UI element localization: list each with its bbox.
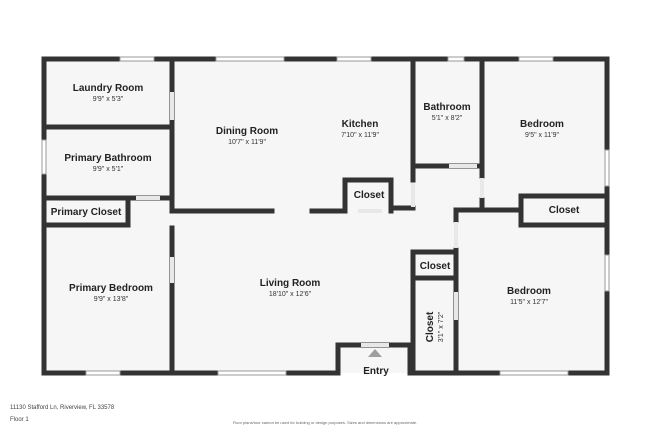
room-primary-bathroom-name: Primary Bathroom — [64, 153, 151, 164]
window-bathroom — [447, 56, 465, 62]
floor-area — [44, 59, 607, 373]
door-openings — [136, 92, 484, 347]
window-bedroom2-right — [604, 254, 610, 292]
room-primary-bedroom-name: Primary Bedroom — [69, 283, 153, 294]
room-laundry-name: Laundry Room — [73, 83, 144, 94]
windows — [41, 56, 610, 376]
room-small-closet-name: Closet — [425, 311, 436, 342]
window-primarybath-left — [41, 139, 47, 175]
room-small-closet-dims: 3'1" x 7'2" — [438, 311, 445, 342]
window-dining — [215, 56, 285, 62]
room-bedroom-2: Bedroom 11'5" x 12'7" — [507, 286, 551, 306]
room-kitchen: Kitchen 7'10" x 11'9" — [341, 119, 379, 139]
window-laundry — [119, 56, 155, 62]
room-bedroom-1-closet: Closet — [549, 205, 580, 216]
room-bathroom: Bathroom 5'1" x 8'2" — [423, 102, 470, 122]
room-kitchen-dims: 7'10" x 11'9" — [341, 132, 379, 139]
room-laundry: Laundry Room 9'9" x 5'3" — [73, 83, 144, 103]
room-bedroom-1-closet-name: Closet — [549, 205, 580, 216]
room-dining: Dining Room 10'7" x 11'9" — [216, 126, 278, 146]
room-living-dims: 18'10" x 12'6" — [269, 291, 312, 298]
window-primary-bottom — [85, 370, 121, 376]
room-small-closet: Closet 3'1" x 7'2" — [425, 311, 445, 342]
entry-arrow-icon — [368, 349, 382, 357]
floor-plan: Entry Laundry Room 9'9" x 5'3" Primary B… — [41, 56, 610, 377]
room-kitchen-closet: Closet — [354, 190, 385, 201]
disclaimer-text: Floor plans/tour cannot be used for buil… — [232, 420, 418, 425]
room-laundry-dims: 9'9" x 5'3" — [93, 96, 124, 103]
room-bedroom-2-dims: 11'5" x 12'7" — [510, 299, 548, 306]
room-living-name: Living Room — [260, 278, 321, 289]
room-bedroom-2-name: Bedroom — [507, 286, 551, 297]
room-kitchen-closet-name: Closet — [354, 190, 385, 201]
walls — [41, 56, 610, 376]
room-dining-dims: 10'7" x 11'9" — [228, 139, 266, 146]
entry-label: Entry — [363, 366, 389, 377]
window-bedroom1-top — [518, 56, 554, 62]
room-bedroom-1: Bedroom 9'5" x 11'9" — [520, 119, 564, 139]
window-bedroom2-bottom — [499, 370, 569, 376]
room-hall-closet-name: Closet — [420, 261, 451, 272]
address-text: 11130 Stafford Ln, Riverview, FL 33578 — [10, 405, 115, 411]
room-dining-name: Dining Room — [216, 126, 278, 137]
window-living-bottom — [217, 370, 287, 376]
room-primary-bedroom-dims: 9'9" x 13'8" — [94, 296, 129, 303]
room-kitchen-name: Kitchen — [342, 119, 379, 130]
room-primary-bathroom-dims: 9'9" x 5'1" — [93, 166, 124, 173]
room-primary-closet-name: Primary Closet — [51, 207, 122, 218]
room-bedroom-1-dims: 9'5" x 11'9" — [525, 132, 559, 139]
room-living: Living Room 18'10" x 12'6" — [260, 278, 321, 298]
room-hall-closet: Closet — [420, 261, 451, 272]
room-bathroom-dims: 5'1" x 8'2" — [432, 115, 463, 122]
room-primary-bedroom: Primary Bedroom 9'9" x 13'8" — [69, 283, 153, 303]
room-bedroom-1-name: Bedroom — [520, 119, 564, 130]
floor-label: Floor 1 — [10, 417, 29, 423]
room-primary-bathroom: Primary Bathroom 9'9" x 5'1" — [64, 153, 151, 173]
room-primary-closet: Primary Closet — [51, 207, 122, 218]
window-bedroom1-right — [604, 149, 610, 187]
window-kitchen — [336, 56, 372, 62]
room-bathroom-name: Bathroom — [423, 102, 470, 113]
